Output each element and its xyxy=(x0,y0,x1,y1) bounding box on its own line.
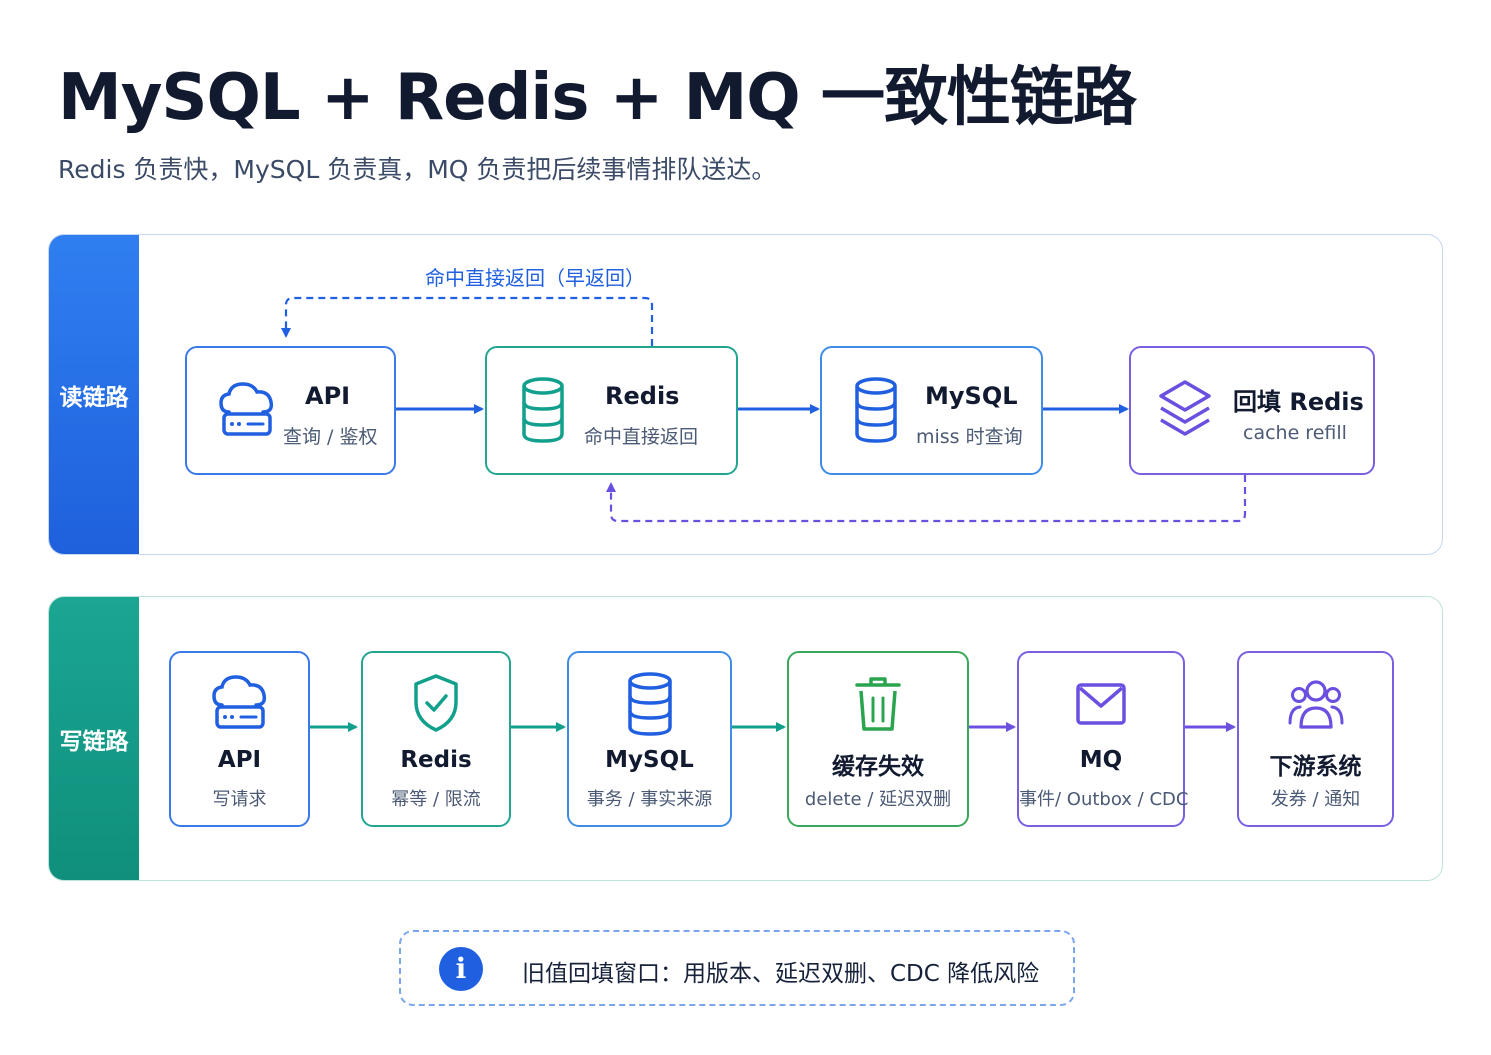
mail-icon xyxy=(1076,683,1126,725)
write-node-mq-title: MQ xyxy=(1079,747,1123,773)
write-node-invalidate-sub: delete / 延迟双删 xyxy=(804,789,952,810)
write-node-invalidate-title: 缓存失效 xyxy=(832,754,924,780)
write-node-mysql-title: MySQL xyxy=(605,747,694,773)
write-node-mysql-sub: 事务 / 事实来源 xyxy=(586,789,713,810)
read-node-refill-sub: cache refill xyxy=(1243,422,1347,444)
write-node-downstream-title: 下游系统 xyxy=(1269,754,1362,780)
info-icon: i xyxy=(439,947,483,991)
write-node-api-sub: 写请求 xyxy=(212,789,267,810)
read-node-refill: 回填 Redis cache refill xyxy=(1129,346,1375,475)
read-node-mysql: MySQL miss 时查询 xyxy=(820,346,1043,475)
write-node-redis-title: Redis xyxy=(400,747,472,773)
write-node-downstream: 下游系统 发券 / 通知 xyxy=(1237,651,1394,827)
write-node-api-title: API xyxy=(217,747,262,773)
write-node-mq-sub: 事件/ Outbox / CDC xyxy=(1019,789,1189,810)
write-node-mysql: MySQL 事务 / 事实来源 xyxy=(567,651,732,827)
early-return-label: 命中直接返回（早返回） xyxy=(425,266,645,290)
write-path-label: 写链路 xyxy=(49,597,139,880)
cloud-server-icon xyxy=(211,675,266,729)
read-node-api-sub: 查询 / 鉴权 xyxy=(283,426,378,448)
read-node-mysql-title: MySQL xyxy=(925,382,1018,410)
database-icon xyxy=(627,672,672,736)
write-node-redis-sub: 幂等 / 限流 xyxy=(391,789,481,810)
database-icon xyxy=(855,377,897,443)
write-node-invalidate: 缓存失效 delete / 延迟双删 xyxy=(787,651,969,827)
write-node-downstream-sub: 发券 / 通知 xyxy=(1270,789,1361,810)
risk-note-text: 旧值回填窗口：用版本、延迟双删、CDC 降低风险 xyxy=(522,961,1040,987)
write-node-mq: MQ 事件/ Outbox / CDC xyxy=(1017,651,1189,827)
read-node-mysql-sub: miss 时查询 xyxy=(916,426,1023,448)
users-icon xyxy=(1288,680,1343,729)
read-node-redis-title: Redis xyxy=(605,382,680,410)
trash-icon xyxy=(855,677,901,731)
layers-icon xyxy=(1159,380,1211,436)
cloud-server-icon xyxy=(219,382,274,436)
database-icon xyxy=(522,377,564,443)
page-subtitle: Redis 负责快，MySQL 负责真，MQ 负责把后续事情排队送达。 xyxy=(58,155,777,184)
read-node-redis-sub: 命中直接返回 xyxy=(584,426,699,448)
read-node-api: API 查询 / 鉴权 xyxy=(185,346,396,475)
write-node-redis: Redis 幂等 / 限流 xyxy=(361,651,511,827)
read-path-label: 读链路 xyxy=(49,235,139,554)
write-node-api: API 写请求 xyxy=(169,651,310,827)
read-node-refill-title: 回填 Redis xyxy=(1233,388,1364,416)
shield-check-icon xyxy=(414,674,458,732)
read-node-redis: Redis 命中直接返回 xyxy=(485,346,738,475)
risk-note: i 旧值回填窗口：用版本、延迟双删、CDC 降低风险 xyxy=(399,930,1075,1006)
page-title: MySQL + Redis + MQ 一致性链路 xyxy=(58,61,1137,135)
read-node-api-title: API xyxy=(305,382,351,410)
